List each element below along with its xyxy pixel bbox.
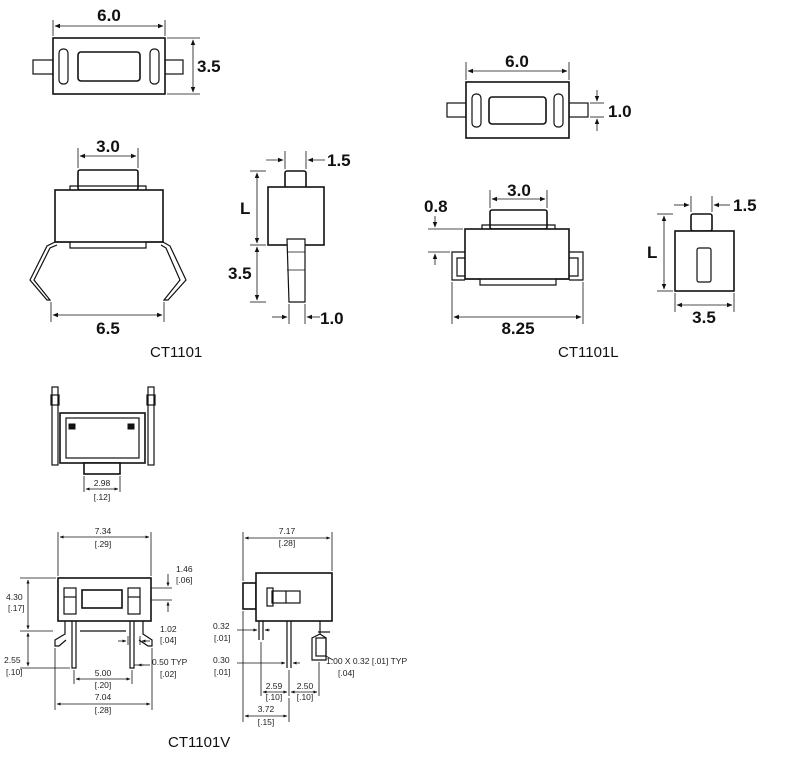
ct1101l-offset-label: 0.8 (424, 197, 448, 216)
ct1101-top-height-label: 3.5 (197, 57, 221, 76)
ct1101v-lead-len-in: [.10] (6, 667, 23, 677)
ct1101v-front-view: 7.34 [.29] 4.30 [.17] 2.55 [.10] 1.46 [.… (4, 526, 193, 715)
ct1101v-side-view: 7.17 [.28] 0.32 [.01] 0.30 [.01] 1.00 X … (213, 526, 407, 727)
ct1101-side-pin-label: 1.0 (320, 309, 344, 328)
ct1101v-front-height-in: [.17] (8, 603, 25, 613)
ct1101l-side-l-label: L (647, 243, 657, 262)
ct1101-model-label: CT1101 (150, 344, 202, 361)
ct1101v-front-width-mm: 7.34 (95, 526, 112, 536)
ct1101v-pin-b-in: [.01] (214, 667, 231, 677)
ct1101v-side-width-in: [.28] (279, 538, 296, 548)
ct1101v-top-width-in: [.12] (94, 492, 111, 502)
ct1101v-top-width-mm: 2.98 (94, 478, 111, 488)
ct1101v-lead-len-mm: 2.55 (4, 655, 21, 665)
ct1101l-side-actuator-label: 1.5 (733, 196, 757, 215)
ct1101l-top-pin-label: 1.0 (608, 102, 632, 121)
ct1101v-pin-a-mm: 0.32 (213, 621, 230, 631)
ct1101-side-actuator-label: 1.5 (327, 151, 351, 170)
ct1101v-front-height-mm: 4.30 (6, 592, 23, 602)
ct1101v-front-width-in: [.29] (95, 539, 112, 549)
ct1101l-side-width-label: 3.5 (692, 308, 716, 327)
ct1101v-model-label: CT1101V (168, 734, 230, 751)
ct1101v-sp1-mm: 2.59 (266, 681, 283, 691)
ct1101-side-height-label: 3.5 (228, 264, 252, 283)
ct1101v-lead-mm: 1.00 X 0.32 [.01] TYP (326, 656, 407, 666)
ct1101v-overall-mm: 3.72 (258, 704, 275, 714)
ct1101v-base-width-mm: 7.04 (95, 692, 112, 702)
ct1101-actuator-width-label: 3.0 (96, 137, 120, 156)
ct1101-top-view: 6.0 3.5 (32, 6, 221, 95)
ct1101v-gap-in: [.04] (160, 635, 177, 645)
ct1101l-front-view: 3.0 0.8 8.25 (424, 181, 584, 338)
ct1101v-sp1-in: [.10] (266, 692, 283, 702)
ct1101l-body-width-label: 8.25 (501, 319, 534, 338)
ct1101-side-l-label: L (240, 199, 250, 218)
ct1101v-pitch-mm: 5.00 (95, 668, 112, 678)
ct1101v-pin-typ-mm: 0.50 TYP (152, 657, 188, 667)
ct1101-side-view: 1.5 L 3.5 1.0 (228, 151, 351, 328)
ct1101v-top-view: 2.98 [.12] (50, 386, 156, 502)
ct1101v-lead-in: [.04] (338, 668, 355, 678)
ct1101v-act-in: [.06] (176, 575, 193, 585)
ct1101v-overall-in: [.15] (258, 717, 275, 727)
ct1101v-act-mm: 1.46 (176, 564, 193, 574)
ct1101-top-width-label: 6.0 (97, 6, 121, 25)
ct1101l-model-label: CT1101L (558, 344, 619, 361)
ct1101v-pin-a-in: [.01] (214, 633, 231, 643)
ct1101l-top-width-label: 6.0 (505, 52, 529, 71)
ct1101l-actuator-width-label: 3.0 (507, 181, 531, 200)
ct1101v-sp2-in: [.10] (297, 692, 314, 702)
ct1101v-base-width-in: [.28] (95, 705, 112, 715)
ct1101l-side-view: 1.5 L 3.5 (647, 196, 757, 327)
ct1101l-top-view: 6.0 1.0 (446, 52, 632, 139)
ct1101-front-view: 3.0 6.5 (29, 137, 187, 338)
ct1101v-pitch-in: [.20] (95, 680, 112, 690)
ct1101v-pin-b-mm: 0.30 (213, 655, 230, 665)
ct1101v-pin-typ-in: [.02] (160, 669, 177, 679)
ct1101v-sp2-mm: 2.50 (297, 681, 314, 691)
ct1101-body-width-label: 6.5 (96, 319, 120, 338)
ct1101v-gap-mm: 1.02 (160, 624, 177, 634)
ct1101v-side-width-mm: 7.17 (279, 526, 296, 536)
